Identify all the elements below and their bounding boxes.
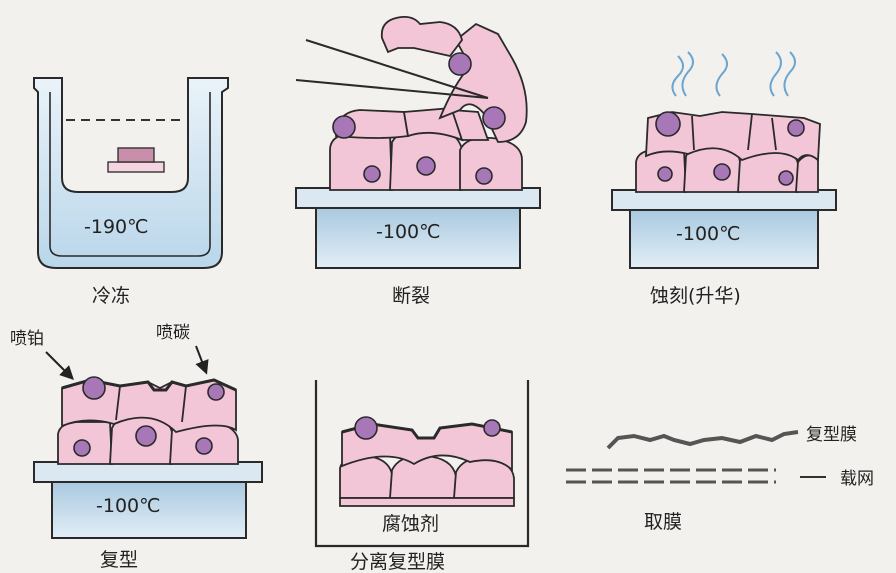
separate-caption: 分离复型膜 [350,551,445,573]
etch-temp: -100℃ [676,223,740,245]
pt-arrow [46,352,72,378]
pickup-film [608,432,798,448]
replica-panel: 喷铂 喷碳 -100℃ 复型 [10,323,262,571]
fracture-flap-top [382,17,462,56]
separate-panel: 腐蚀剂 分离复型膜 [316,380,528,573]
replica-label-c: 喷碳 [156,323,190,343]
replica-temp: -100℃ [96,495,160,517]
etch-stage [612,190,836,210]
pickup-grid [566,470,776,482]
specimen-holder [108,162,164,172]
freeze-caption: 冷冻 [92,285,130,307]
freeze-temp: -190℃ [84,216,148,238]
fracture-caption: 断裂 [392,285,430,307]
replica-label-pt: 喷铂 [10,329,44,349]
separate-reagent: 腐蚀剂 [382,513,439,535]
replica-stage [34,462,262,482]
freeze-panel: -190℃ 冷冻 [34,78,228,307]
fracture-temp: -100℃ [376,221,440,243]
etch-panel: -100℃ 蚀刻(升华) [612,52,836,307]
fracture-stage [296,188,540,208]
dewar-vessel [34,78,228,268]
replica-caption: 复型 [100,549,138,571]
pickup-label-grid: 载网 [840,469,874,489]
etch-caption: 蚀刻(升华) [650,285,741,307]
c-arrow [196,346,206,372]
pickup-panel: 复型膜 载网 取膜 [566,425,874,533]
pickup-label-film: 复型膜 [806,425,857,445]
pickup-caption: 取膜 [644,511,682,533]
frozen-specimen [118,148,154,162]
vapor-lines [672,52,795,96]
fracture-panel: -100℃ 断裂 [296,17,540,307]
